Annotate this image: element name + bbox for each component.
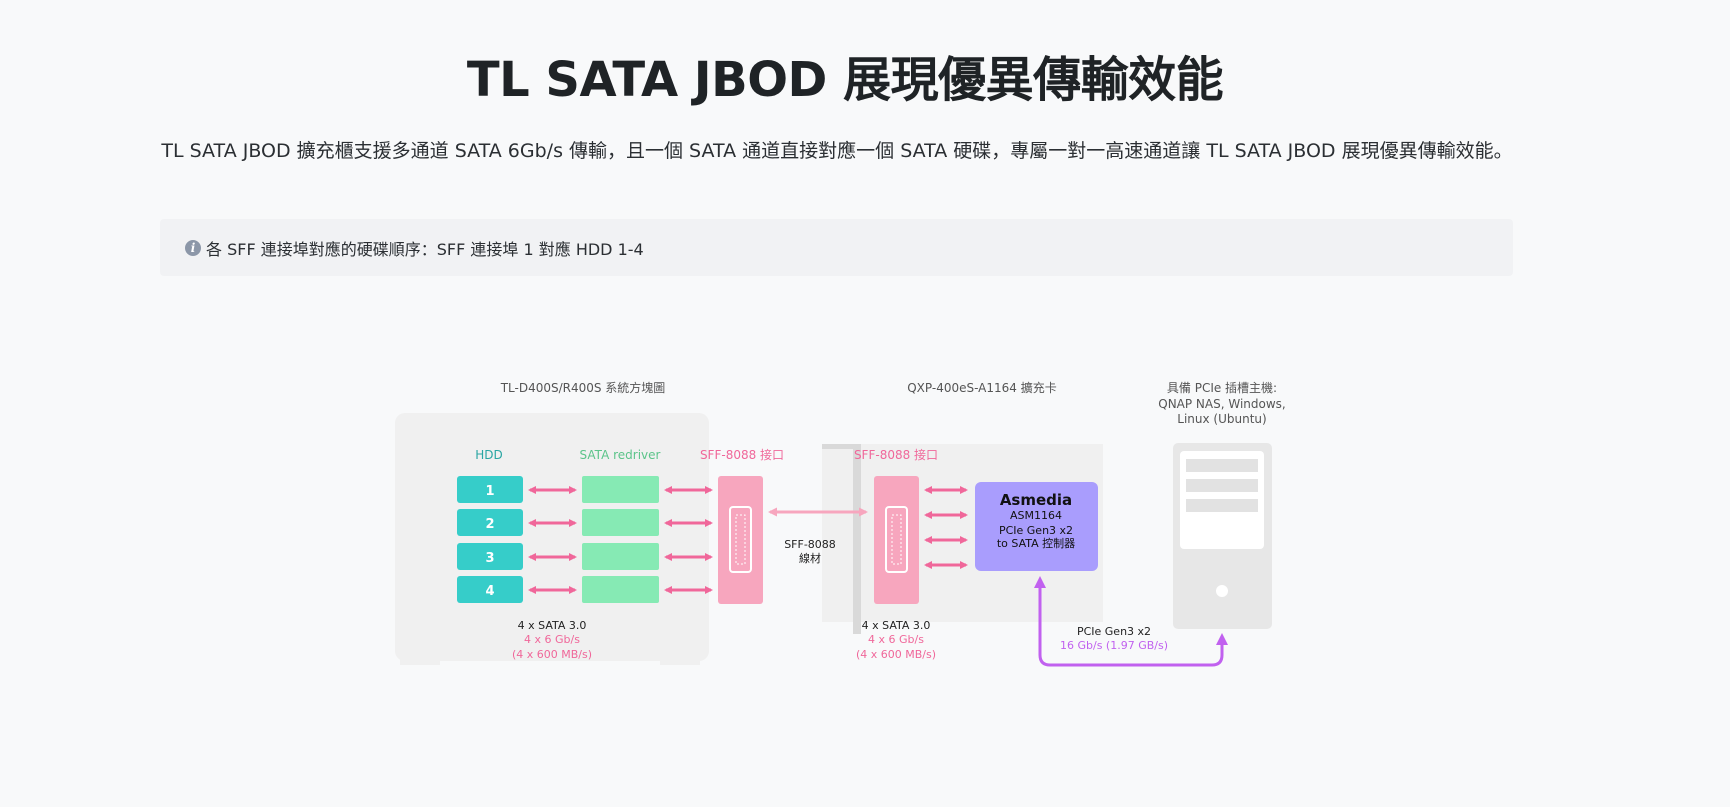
sff-port-label-left: SFF-8088 接口 xyxy=(700,447,784,462)
info-icon: i xyxy=(185,239,201,256)
hdd-number-2: 2 xyxy=(485,517,494,532)
enclosure-title: TL-D400S/R400S 系統方塊圖 xyxy=(500,380,666,395)
intro-paragraph: TL SATA JBOD 擴充櫃支援多通道 SATA 6Gb/s 傳輸，且一個 … xyxy=(161,140,1513,162)
cable-label-line1: SFF-8088 xyxy=(784,538,836,551)
chip-model: ASM1164 xyxy=(1010,509,1062,522)
cable-label-line2: 線材 xyxy=(799,551,821,565)
redriver-1 xyxy=(582,476,659,503)
asmedia-controller-chip: Asmedia ASM1164 PCIe Gen3 x2 to SATA 控制器 xyxy=(975,482,1098,571)
redriver-3 xyxy=(582,543,659,570)
enclosure-speed-line1: 4 x SATA 3.0 xyxy=(518,619,587,632)
pcie-speed-line2: 16 Gb/s (1.97 GB/s) xyxy=(1060,639,1168,652)
host-title-line3: Linux (Ubuntu) xyxy=(1177,412,1266,426)
chip-brand: Asmedia xyxy=(1000,491,1072,509)
hdd-1: 1 xyxy=(457,476,523,503)
redriver-4 xyxy=(582,576,659,603)
note-text: 各 SFF 連接埠對應的硬碟順序：SFF 連接埠 1 對應 HDD 1-4 xyxy=(206,239,644,259)
host-title-line1: 具備 PCIe 插槽主機: xyxy=(1167,380,1277,395)
pcie-speed-line1: PCIe Gen3 x2 xyxy=(1077,625,1151,638)
hdd-number-4: 4 xyxy=(485,584,494,599)
hdd-2: 2 xyxy=(457,509,523,536)
card-speed-line3: (4 x 600 MB/s) xyxy=(856,648,936,661)
hdd-number-1: 1 xyxy=(485,484,494,499)
card-speed-line1: 4 x SATA 3.0 xyxy=(862,619,931,632)
sff-port-card xyxy=(874,476,919,604)
pcie-link-arrow xyxy=(1034,576,1228,667)
note-box: i 各 SFF 連接埠對應的硬碟順序：SFF 連接埠 1 對應 HDD 1-4 xyxy=(160,219,1513,276)
card-title: QXP-400eS-A1164 擴充卡 xyxy=(907,380,1057,395)
hdd-4: 4 xyxy=(457,576,523,603)
redriver-column-label: SATA redriver xyxy=(580,448,661,462)
card-speed-line2: 4 x 6 Gb/s xyxy=(868,633,924,646)
hdd-3: 3 xyxy=(457,543,523,570)
sff-port-label-right: SFF-8088 接口 xyxy=(854,447,938,462)
enclosure-speed-line2: 4 x 6 Gb/s xyxy=(524,633,580,646)
chip-line2: PCIe Gen3 x2 xyxy=(999,524,1073,537)
host-title-line2: QNAP NAS, Windows, xyxy=(1158,397,1286,411)
sff-port-enclosure xyxy=(718,476,763,604)
enclosure-speed-line3: (4 x 600 MB/s) xyxy=(512,648,592,661)
chip-line3: to SATA 控制器 xyxy=(997,536,1075,550)
redriver-2 xyxy=(582,509,659,536)
host-computer xyxy=(1173,443,1272,629)
hdd-number-3: 3 xyxy=(485,551,494,566)
hdd-column-label: HDD xyxy=(475,448,503,462)
page-title: TL SATA JBOD 展現優異傳輸效能 xyxy=(466,52,1224,108)
